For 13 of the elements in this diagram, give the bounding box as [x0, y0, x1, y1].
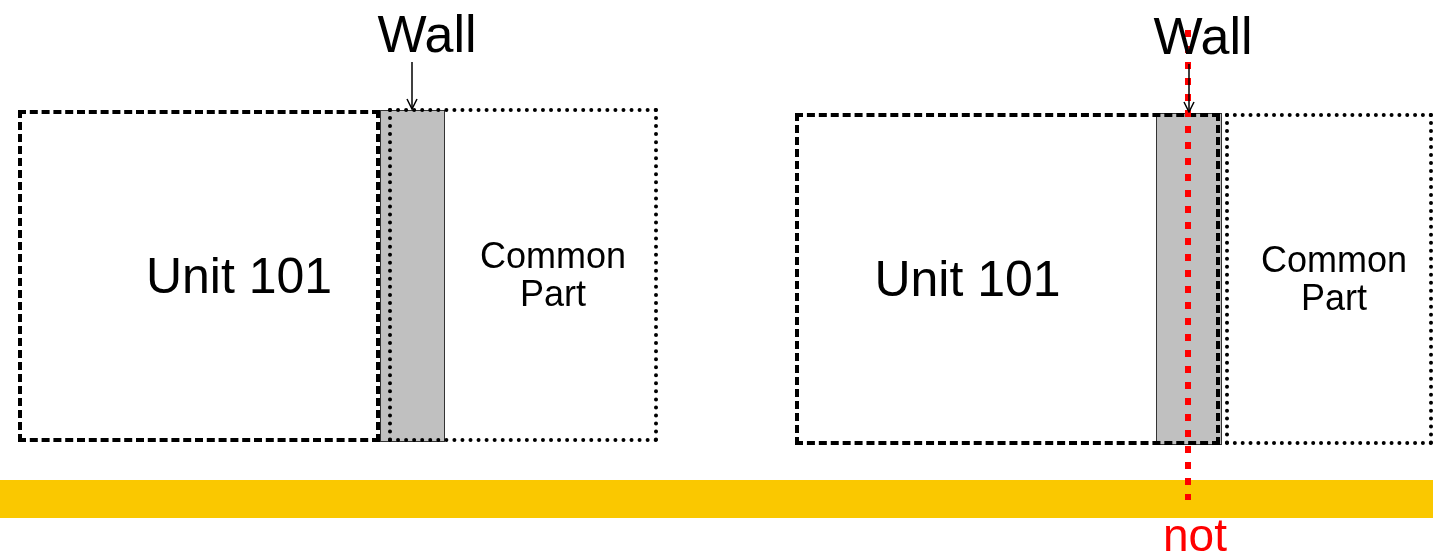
arrow [406, 61, 418, 110]
common-part-box [388, 108, 658, 442]
common-part-box [1225, 113, 1433, 445]
boundary-note: not [1163, 512, 1227, 558]
common-part-label: Common Part [1259, 241, 1408, 317]
wall-label: Wall [368, 6, 486, 62]
ribbon-band [0, 480, 1433, 518]
arrow [1183, 63, 1195, 113]
wall-label: Wall [1146, 8, 1260, 64]
common-part-label: Common Part [478, 237, 627, 313]
unit-label: Unit 101 [145, 249, 333, 303]
wall-bar [380, 110, 445, 442]
unit-label: Unit 101 [874, 252, 1061, 306]
